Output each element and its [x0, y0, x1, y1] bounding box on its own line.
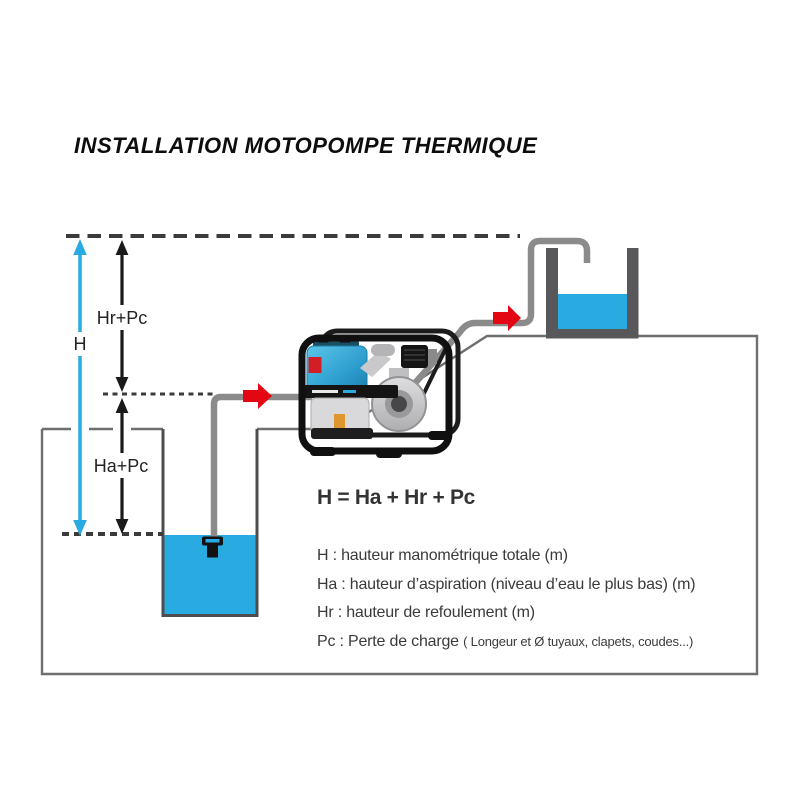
- upper-tank-right-wall: [627, 248, 639, 339]
- legend-item-head-loss: Pc : Perte de charge ( Longeur et Ø tuya…: [317, 628, 695, 657]
- pump-frame-front: [298, 334, 453, 455]
- legend: H : hauteur manométrique totale (m) Ha :…: [317, 542, 696, 657]
- label-total-head: H: [74, 334, 87, 354]
- foot-valve-icon: [202, 536, 223, 558]
- legend-item-text: Hr : hauteur de refoulement (m): [317, 604, 535, 621]
- discharge-pipe: [398, 237, 591, 402]
- label-suction-head: Ha+Pc: [94, 456, 149, 476]
- upper-tank-left-wall: [546, 248, 558, 339]
- legend-item-text-small: ( Longeur et Ø tuyaux, clapets, coudes..…: [463, 633, 694, 649]
- legend-item-total-head: H : hauteur manométrique totale (m): [317, 542, 695, 571]
- pump-orange-sticker: [334, 414, 345, 428]
- pump-red-sticker: [308, 357, 322, 373]
- legend-item-text: Ha : hauteur d’aspiration (niveau d’eau …: [317, 575, 696, 593]
- pump-brand-band: [303, 385, 398, 398]
- suction-flow-arrow-icon: [243, 383, 272, 409]
- head-formula: H = Ha + Hr + Pc: [317, 486, 476, 509]
- well-pit: [161, 429, 259, 617]
- ground-main-outline: [40, 334, 759, 676]
- pump-foot: [376, 449, 402, 458]
- level-lines: [62, 234, 520, 536]
- label-backing: [91, 453, 151, 478]
- pump-air-filter: [401, 345, 437, 368]
- upper-tank: [546, 248, 639, 339]
- pump-foot: [310, 447, 336, 456]
- legend-item-discharge-head: Hr : hauteur de refoulement (m): [317, 599, 695, 628]
- dimension-arrow-total-head: [73, 239, 87, 536]
- label-discharge-head: Hr+Pc: [97, 308, 148, 328]
- label-backing: [94, 305, 150, 330]
- suction-pipe: [210, 393, 312, 541]
- page-title: INSTALLATION MOTOPOMPE THERMIQUE: [74, 133, 538, 158]
- discharge-flow-arrow-icon: [493, 305, 521, 331]
- pump-lower-body: [310, 397, 373, 439]
- legend-item-text: Pc : Perte de charge: [317, 632, 459, 650]
- motopump-illustration: [298, 328, 461, 458]
- upper-tank-water: [557, 294, 628, 330]
- dimension-labels: Hr+Pc H Ha+Pc: [69, 305, 151, 478]
- label-backing: [69, 332, 91, 356]
- pump-engine: [306, 335, 368, 393]
- legend-item-suction-head: Ha : hauteur d’aspiration (niveau d’eau …: [317, 571, 696, 600]
- pump-exhaust: [360, 344, 395, 377]
- upper-tank-bottom: [546, 329, 639, 339]
- legend-item-text: H : hauteur manométrique totale (m): [317, 547, 568, 564]
